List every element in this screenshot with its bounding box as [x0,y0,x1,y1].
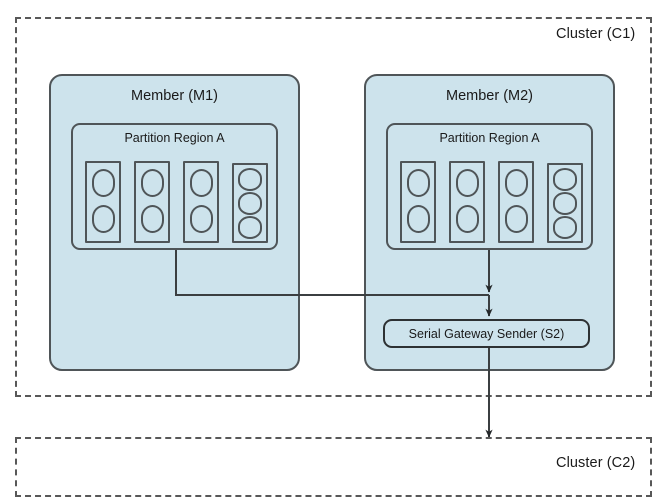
member-m1-bucket-2-entry-2 [141,205,164,233]
cluster-c2-label: Cluster (C2) [556,455,636,471]
member-m1-bucket-1-entry-1 [92,169,115,197]
member-m2-bucket-1-entry-2 [407,205,430,233]
member-m2-bucket-2-entry-2 [456,205,479,233]
cluster-c1-label: Cluster (C1) [556,26,636,42]
member-m1-bucket-4-entry-3 [238,216,262,239]
member-m1-partition-region-label: Partition Region A [124,131,225,145]
member-m2-bucket-4-entry-3 [553,216,577,239]
member-m2-partition-region-label: Partition Region A [439,131,540,145]
cluster-c2-boundary [15,437,652,497]
member-m1-label: Member (M1) [130,88,218,104]
member-m2-bucket-1-entry-1 [407,169,430,197]
member-m1-bucket-2-entry-1 [141,169,164,197]
member-m2-bucket-2-entry-1 [456,169,479,197]
member-m1-bucket-1-entry-2 [92,205,115,233]
member-m2-bucket-4-entry-1 [553,168,577,191]
member-m1-bucket-3-entry-1 [190,169,213,197]
serial-gateway-sender-s2-box: Serial Gateway Sender (S2) [383,319,590,348]
cluster-c1-boundary [15,17,652,397]
member-m2-bucket-3-entry-2 [505,205,528,233]
member-m1-bucket-4-entry-1 [238,168,262,191]
member-m2-bucket-4-entry-2 [553,192,577,215]
member-m1-bucket-4-entry-2 [238,192,262,215]
member-m2-bucket-3-entry-1 [505,169,528,197]
member-m2-label: Member (M2) [445,88,533,104]
member-m1-bucket-3-entry-2 [190,205,213,233]
